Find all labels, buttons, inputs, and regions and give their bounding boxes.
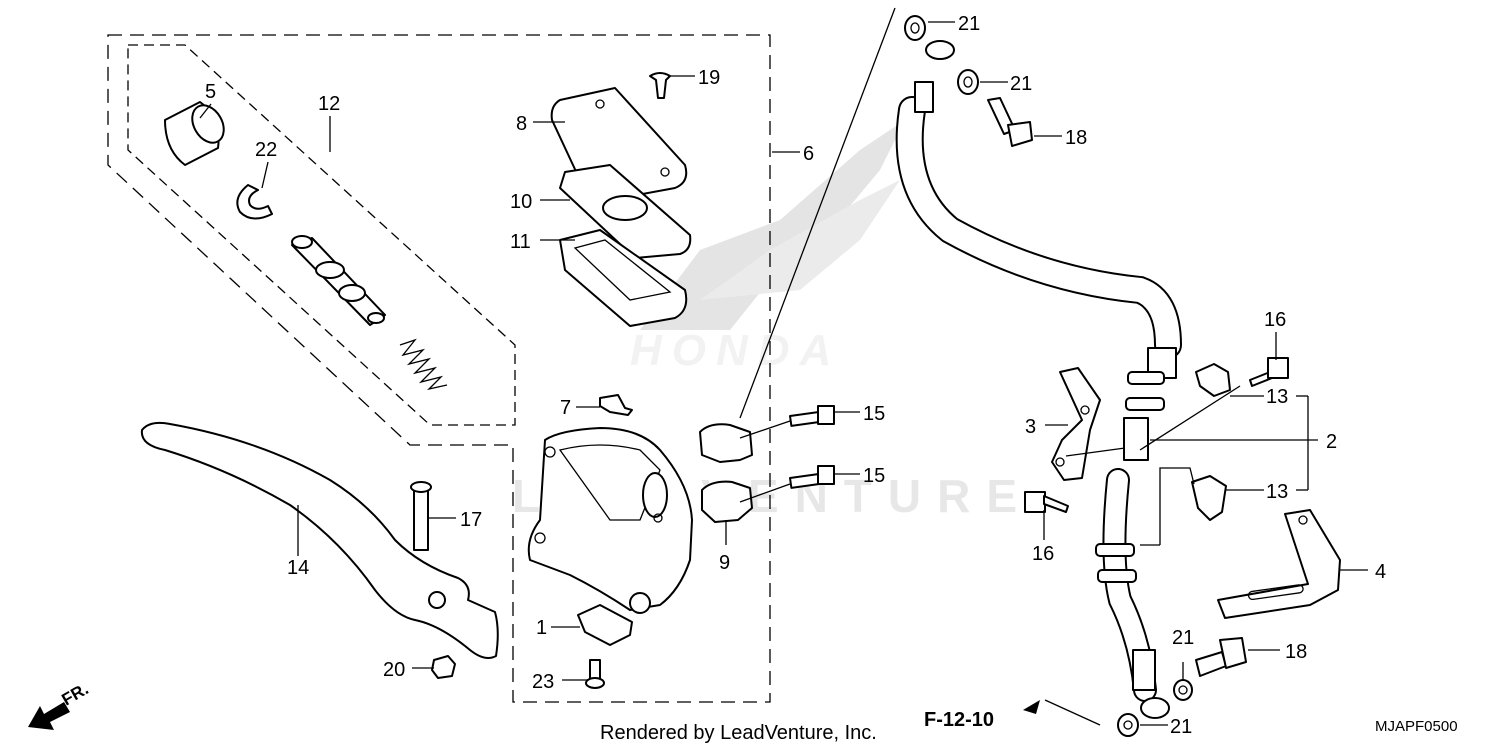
brake-lever-part-14: [140, 421, 499, 659]
brake-hose-lower: [1095, 468, 1170, 719]
callout-4: 4: [1375, 561, 1386, 583]
callout-16-upper: 16: [1264, 309, 1286, 331]
washer-part-21b: [957, 69, 979, 95]
callout-11: 11: [510, 231, 531, 253]
callout-20: 20: [383, 659, 405, 681]
callout-18-lower: 18: [1285, 641, 1307, 663]
spring-part: [399, 338, 448, 391]
screw-part-23: [585, 659, 605, 689]
holder-part-9: [699, 423, 753, 523]
banjo-bolt-part-18a: [987, 97, 1033, 147]
master-cylinder-body: [527, 427, 693, 614]
plate-part-10: [559, 164, 692, 259]
callout-2: 2: [1326, 431, 1337, 453]
callout-3: 3: [1025, 416, 1036, 438]
callout-19: 19: [698, 67, 720, 89]
circlip-part-22: [236, 184, 273, 220]
callout-15-lower: 15: [863, 465, 885, 487]
switch-part-1: [577, 604, 633, 646]
bracket-part-3: [1051, 367, 1101, 481]
callout-18-upper: 18: [1065, 127, 1087, 149]
pivot-nut-part-20: [431, 655, 456, 679]
callout-21-lower: 21: [1172, 627, 1194, 649]
honda-logotype-watermark: HONDA: [630, 326, 841, 375]
callout-21-bottom: 21: [1170, 716, 1192, 738]
master-cylinder-kit-frame: [127, 44, 516, 426]
clip-part-13a: [1195, 363, 1231, 397]
credit-text: Rendered by LeadVenture, Inc.: [600, 722, 877, 744]
callout-21-upper: 21: [1010, 73, 1032, 95]
honda-wing-watermark: HONDA: [630, 120, 905, 375]
bolt-part-16a: [1249, 357, 1289, 387]
piston-part: [291, 235, 386, 326]
reference-arrowhead: [1023, 700, 1040, 714]
callout-8: 8: [516, 113, 527, 135]
diaphragm-part-11: [559, 229, 688, 327]
callout-13-lower: 13: [1266, 481, 1288, 503]
bolt-part-16b: [1024, 491, 1069, 513]
callout-10: 10: [510, 191, 532, 213]
callout-9: 9: [719, 552, 730, 574]
front-arrow-icon: [28, 702, 70, 730]
callout-7: 7: [560, 397, 571, 419]
washer-part-21c: [1173, 679, 1193, 701]
front-direction-indicator: FR.: [28, 679, 92, 730]
callout-1: 1: [536, 617, 547, 639]
bolt-part-15b: [789, 465, 835, 489]
pivot-bolt-part-17: [410, 481, 432, 551]
callout-23: 23: [532, 671, 554, 693]
callout-21-top: 21: [958, 13, 980, 35]
washer-part-21a: [904, 15, 926, 41]
master-cylinder-assembly-frame: [107, 34, 771, 703]
callout-5: 5: [205, 81, 216, 103]
clip-part-13b: [1191, 475, 1227, 521]
callout-15-upper: 15: [863, 403, 885, 425]
brake-hose-upper: [895, 40, 1182, 461]
bracket-part-4: [1217, 509, 1341, 619]
leader-lines: [199, 7, 1368, 726]
figure-reference: F-12-10: [924, 709, 994, 731]
callout-6: 6: [803, 143, 814, 165]
bracket-part-7: [599, 394, 633, 416]
callout-14: 14: [287, 557, 309, 579]
callout-13-upper: 13: [1266, 386, 1288, 408]
callout-12: 12: [318, 93, 340, 115]
cup-part-5: [164, 101, 225, 166]
banjo-bolt-part-18b: [1195, 637, 1247, 677]
callout-16-lower: 16: [1032, 543, 1054, 565]
callout-17: 17: [460, 509, 482, 531]
callout-22: 22: [255, 139, 277, 161]
screw-part-19: [649, 72, 671, 99]
diagram-code: MJAPF0500: [1375, 718, 1458, 735]
bolt-part-15a: [789, 405, 835, 427]
washer-part-21d: [1117, 713, 1139, 737]
